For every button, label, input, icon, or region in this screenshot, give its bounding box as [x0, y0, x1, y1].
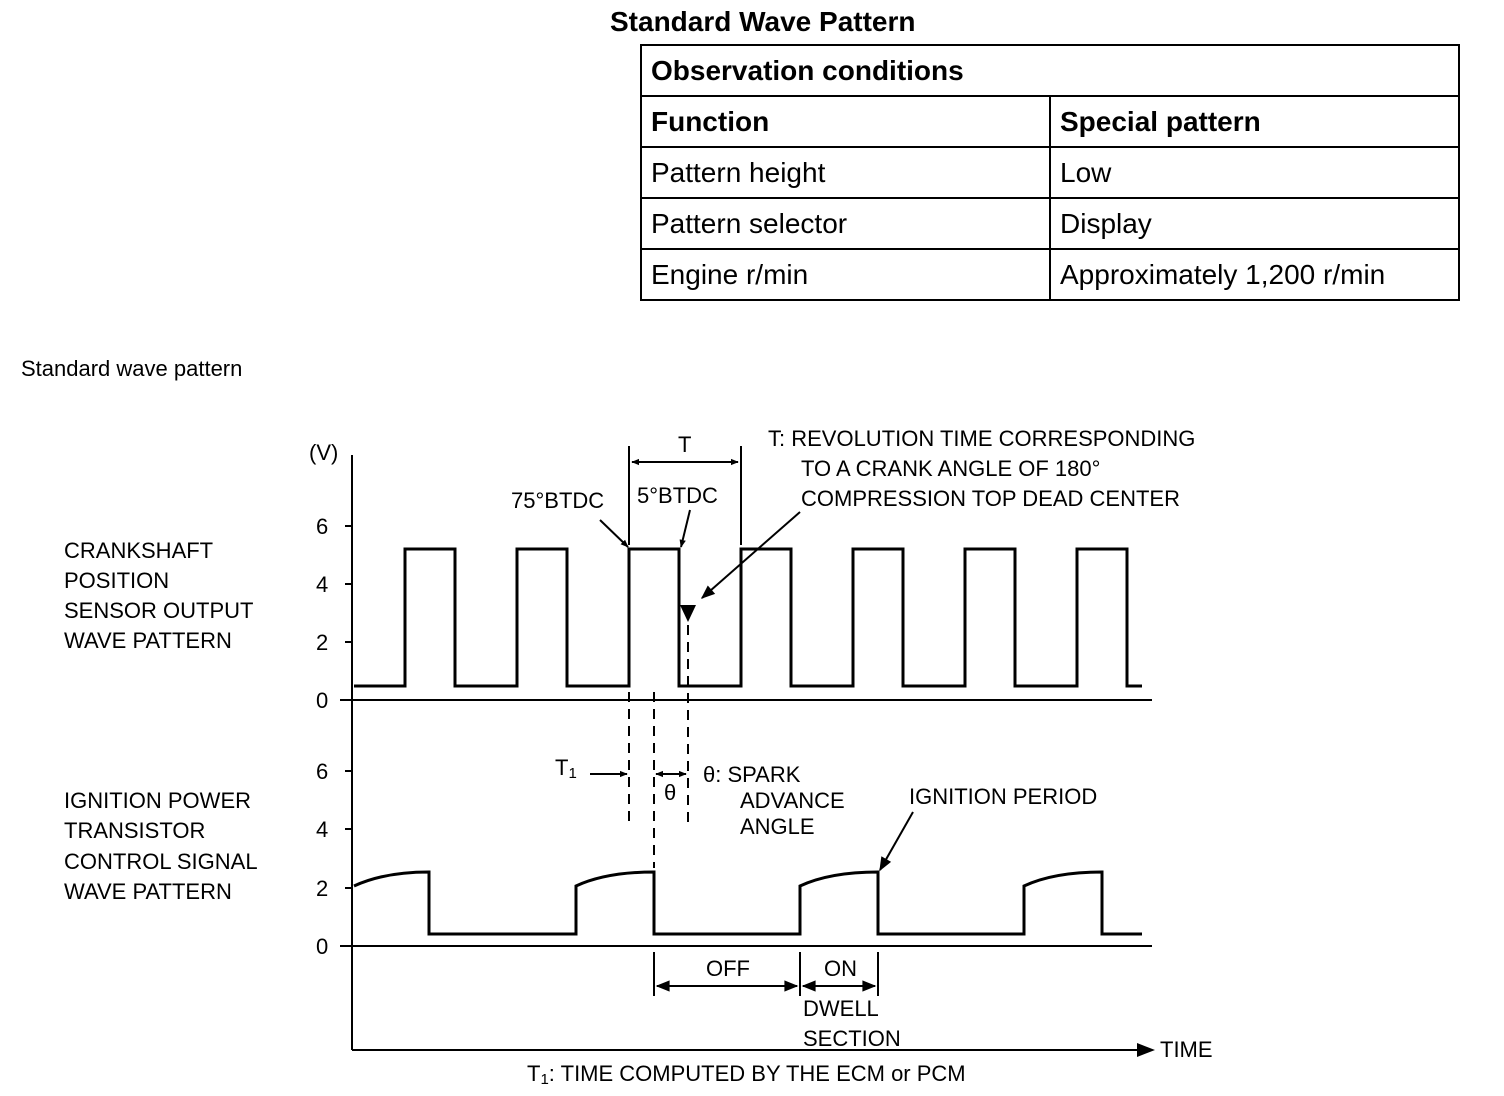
btdc-75-arrow	[599, 519, 629, 548]
tdc-pointer-arrow	[700, 511, 801, 599]
theta-symbol: θ	[664, 780, 676, 805]
table-cell: Approximately 1,200 r/min	[1049, 248, 1460, 301]
t-note-line: T: REVOLUTION TIME CORRESPONDING	[768, 426, 1195, 451]
crank-tick-label: 0	[316, 688, 328, 713]
dwell-label-line: DWELL	[803, 996, 879, 1021]
ign-label-line: CONTROL SIGNAL	[64, 849, 258, 874]
section-title: Standard Wave Pattern	[610, 6, 916, 37]
crank-label-line: POSITION	[64, 568, 169, 593]
crank-tick-label: 4	[316, 572, 328, 597]
y-unit-label: (V)	[309, 440, 338, 465]
table-cell: Pattern selector	[640, 197, 1051, 250]
observation-conditions-table: Observation conditions Function Special …	[640, 44, 1460, 301]
table-cell: Pattern height	[640, 146, 1051, 199]
ign-label-line: WAVE PATTERN	[64, 879, 232, 904]
btdc-75-label: 75°BTDC	[511, 488, 604, 513]
table-cell: Display	[1049, 197, 1460, 250]
ign-tick-label: 2	[316, 876, 328, 901]
tdc-marker-icon	[680, 605, 696, 622]
ignition-control-waveform	[353, 870, 1142, 936]
on-label: ON	[824, 956, 857, 981]
diagram-title: Standard wave pattern	[21, 356, 243, 381]
time-arrow-icon	[1137, 1043, 1155, 1057]
ign-tick-label: 4	[316, 817, 328, 842]
t-symbol: T	[678, 432, 691, 457]
crank-label-line: CRANKSHAFT	[64, 538, 213, 563]
t1-symbol: T1	[555, 755, 577, 782]
table-column-header-row: Function Special pattern	[640, 95, 1460, 148]
crank-label-line: SENSOR OUTPUT	[64, 598, 253, 623]
column-header-function: Function	[640, 95, 1051, 148]
ign-label-line: TRANSISTOR	[64, 818, 205, 843]
ign-tick-label: 0	[316, 934, 328, 959]
table-row: Pattern height Low	[640, 146, 1460, 199]
ign-tick-label: 6	[316, 759, 328, 784]
crank-label-line: WAVE PATTERN	[64, 628, 232, 653]
ign-label-line: IGNITION POWER	[64, 788, 251, 813]
crank-tick-label: 2	[316, 630, 328, 655]
table-header-row: Observation conditions	[640, 44, 1460, 97]
time-axis-label: TIME	[1160, 1037, 1213, 1062]
off-label: OFF	[706, 956, 750, 981]
btdc-5-arrow	[679, 509, 691, 548]
ignition-period-label: IGNITION PERIOD	[909, 784, 1097, 809]
btdc-5-label: 5°BTDC	[637, 483, 718, 508]
column-header-special-pattern: Special pattern	[1049, 95, 1460, 148]
theta-note-line: ANGLE	[740, 814, 815, 839]
table-caption: Observation conditions	[640, 44, 1460, 97]
theta-note-line: θ: SPARK	[703, 762, 801, 787]
table-row: Pattern selector Display	[640, 197, 1460, 250]
t1-footnote: T1: TIME COMPUTED BY THE ECM or PCM	[527, 1061, 966, 1088]
t-note-line: COMPRESSION TOP DEAD CENTER	[801, 486, 1180, 511]
dwell-label-line: SECTION	[803, 1026, 901, 1051]
theta-note-line: ADVANCE	[740, 788, 845, 813]
ignition-period-arrow	[879, 811, 914, 872]
t-note-line: TO A CRANK ANGLE OF 180°	[801, 456, 1100, 481]
table-row: Engine r/min Approximately 1,200 r/min	[640, 248, 1460, 301]
crank-tick-label: 6	[316, 514, 328, 539]
table-cell: Engine r/min	[640, 248, 1051, 301]
crankshaft-waveform	[354, 547, 1142, 688]
table-cell: Low	[1049, 146, 1460, 199]
